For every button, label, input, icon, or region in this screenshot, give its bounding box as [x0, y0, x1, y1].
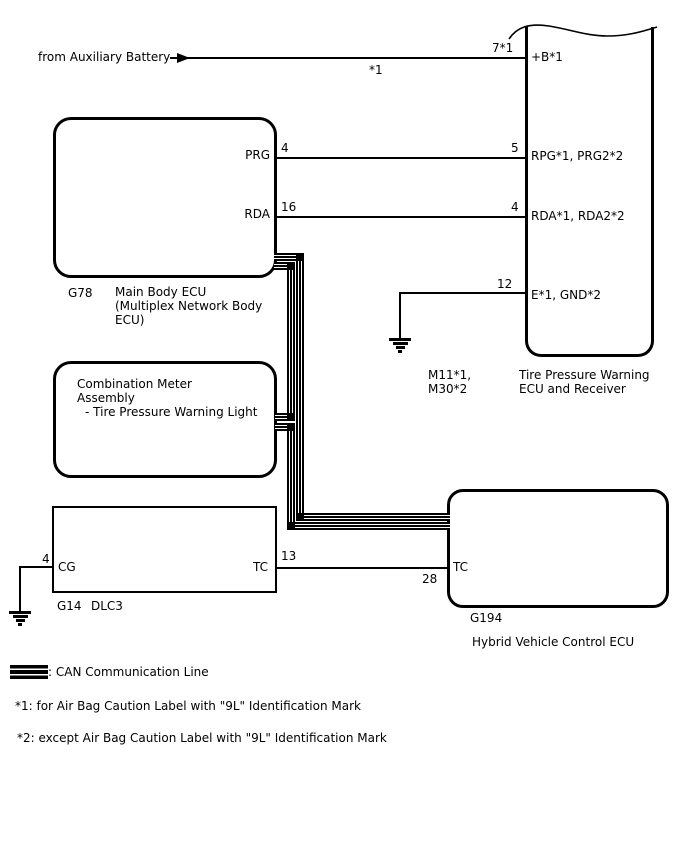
pin-label-b: +B*1 — [531, 50, 563, 64]
can-stub-combmeter-top — [275, 413, 295, 421]
hybrid-ecu-code: G194 — [470, 611, 503, 625]
pin-number-tc-hybrid: 28 — [422, 572, 438, 586]
pin-label-rda-left: RDA — [244, 207, 270, 221]
pin-number-tc-dlc3: 13 — [281, 549, 297, 563]
pin-number-rda-left: 16 — [281, 200, 297, 214]
main-body-ecu-box — [53, 117, 277, 278]
tire-ecu-connector-codes: M11*1, M30*2 — [428, 368, 471, 396]
battery-source-label: from Auxiliary Battery — [38, 50, 171, 64]
pin-number-rda-right: 4 — [511, 200, 519, 214]
pin-label-tc-hybrid: TC — [453, 560, 469, 574]
tire-ecu-name: Tire Pressure Warning ECU and Receiver — [519, 368, 650, 396]
combination-meter-line1: Combination Meter — [77, 377, 192, 391]
cg-ground-wire-v — [19, 566, 21, 611]
can-stub-mainbody-outer — [274, 253, 304, 261]
can-corner — [287, 262, 295, 270]
combination-meter-box — [53, 361, 277, 478]
can-corner — [287, 413, 295, 421]
tire-ecu-box — [525, 27, 654, 357]
can-vertical-inner-upper — [287, 262, 295, 421]
can-corner — [287, 522, 295, 530]
tire-ecu-wavy-top-edge — [508, 24, 658, 40]
combination-meter-name: Combination Meter Assembly - Tire Pressu… — [77, 377, 257, 419]
combination-meter-line3: - Tire Pressure Warning Light — [85, 405, 258, 419]
can-corner — [296, 253, 304, 261]
main-body-ecu-name: Main Body ECU (Multiplex Network Body EC… — [115, 285, 262, 327]
can-line-legend-icon — [10, 665, 48, 679]
can-vertical-outer — [296, 253, 304, 521]
hybrid-ecu-box — [447, 489, 669, 608]
pin-label-prg: PRG — [245, 148, 270, 162]
ecu-ground-wire-v — [399, 292, 401, 338]
pin-label-rpg: RPG*1, PRG2*2 — [531, 149, 624, 163]
battery-wire-note: *1 — [369, 63, 383, 77]
ground-icon-dlc3 — [9, 611, 31, 626]
main-body-ecu-code: G78 — [68, 286, 93, 300]
pin-label-tc-dlc3: TC — [253, 560, 269, 574]
pin-label-e: E*1, GND*2 — [531, 288, 601, 302]
main-body-ecu-name-line3: ECU) — [115, 313, 145, 327]
main-body-ecu-name-line1: Main Body ECU — [115, 285, 207, 299]
can-horizontal-inner — [287, 522, 450, 530]
battery-arrow-icon — [177, 53, 190, 63]
cg-ground-wire-h — [19, 566, 54, 568]
footnote-1: *1: for Air Bag Caution Label with "9L" … — [15, 699, 361, 713]
tc-wire — [276, 567, 450, 569]
pin-number-prg: 4 — [281, 141, 289, 155]
dlc3-code: G14 — [57, 599, 82, 613]
main-body-ecu-name-line2: (Multiplex Network Body — [115, 299, 263, 313]
battery-wire — [170, 57, 527, 59]
can-corner — [296, 513, 304, 521]
tire-ecu-name-line1: Tire Pressure Warning — [519, 368, 650, 382]
pin-label-rda-right: RDA*1, RDA2*2 — [531, 209, 625, 223]
pin-number-e: 12 — [497, 277, 513, 291]
can-line-legend-label: : CAN Communication Line — [48, 665, 209, 679]
connector-code-m30: M30*2 — [428, 382, 468, 396]
dlc3-box — [52, 506, 277, 593]
footnote-2: *2: except Air Bag Caution Label with "9… — [17, 731, 387, 745]
combination-meter-line2: Assembly — [77, 391, 135, 405]
ground-icon-ecu — [389, 338, 411, 353]
pin-number-rpg: 5 — [511, 141, 519, 155]
pin-label-cg: CG — [58, 560, 76, 574]
rda-wire — [276, 216, 527, 218]
hybrid-ecu-name: Hybrid Vehicle Control ECU — [472, 635, 635, 649]
tire-ecu-name-line2: ECU and Receiver — [519, 382, 626, 396]
can-stub-combmeter-bottom — [275, 423, 295, 431]
prg-wire — [276, 157, 527, 159]
can-vertical-inner-lower — [287, 423, 295, 530]
ecu-ground-wire-h — [399, 292, 527, 294]
dlc3-name: DLC3 — [91, 599, 123, 613]
connector-code-m11: M11*1, — [428, 368, 472, 382]
can-horizontal-outer — [296, 513, 450, 521]
pin-number-b: 7*1 — [492, 41, 514, 55]
can-stub-mainbody-inner — [274, 262, 295, 270]
pin-number-cg: 4 — [42, 552, 50, 566]
can-corner — [287, 423, 295, 431]
